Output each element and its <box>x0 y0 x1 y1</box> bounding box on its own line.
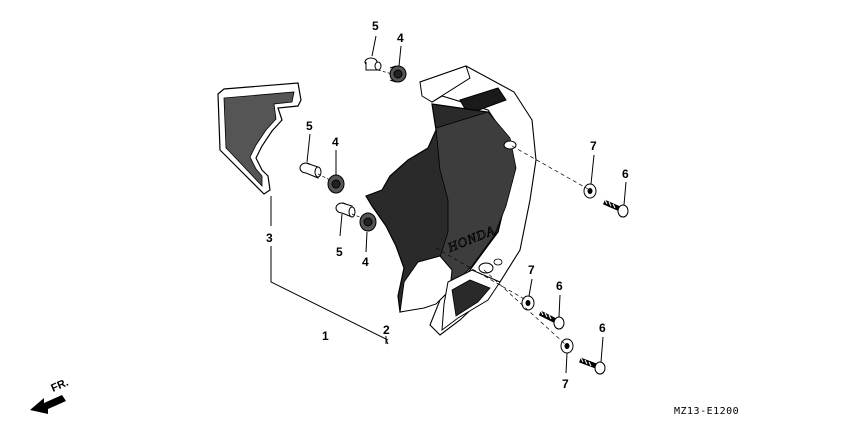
callout-2: 2 <box>383 323 390 337</box>
bolt-lower <box>579 357 606 375</box>
mounting-hole <box>478 262 494 274</box>
callout-5: 5 <box>306 119 313 133</box>
bolt-middle <box>538 310 565 330</box>
collar-lower <box>335 202 356 218</box>
callout-3: 3 <box>266 231 273 245</box>
leader-lines <box>270 35 627 374</box>
callout-4: 4 <box>397 31 404 45</box>
callout-4: 4 <box>332 135 339 149</box>
callout-7: 7 <box>590 139 597 153</box>
callout-5: 5 <box>372 19 379 33</box>
grommet-top <box>389 65 407 83</box>
washer-upper <box>583 183 597 199</box>
grommet-lower <box>359 212 377 232</box>
direction-label: FR. <box>49 377 70 395</box>
collar-middle <box>299 162 322 179</box>
callout-1: 1 <box>322 329 329 343</box>
callout-5: 5 <box>336 245 343 259</box>
callout-7: 7 <box>528 263 535 277</box>
mounting-hole <box>493 258 503 266</box>
washer-middle <box>521 295 535 311</box>
callout-4: 4 <box>362 255 369 269</box>
callout-6: 6 <box>599 321 606 335</box>
callout-6: 6 <box>556 279 563 293</box>
front-direction-arrow-icon <box>30 395 66 414</box>
collar-top <box>364 57 382 71</box>
bolt-upper <box>602 199 629 218</box>
mounting-hole <box>503 140 517 150</box>
callout-6: 6 <box>622 167 629 181</box>
callout-7: 7 <box>562 377 569 391</box>
washer-lower <box>560 338 574 354</box>
grommet-middle <box>327 174 345 194</box>
diagram-code: MZ13-E1200 <box>674 406 739 417</box>
gasket-plate <box>217 82 302 195</box>
main-cover: HONDA <box>365 65 537 336</box>
